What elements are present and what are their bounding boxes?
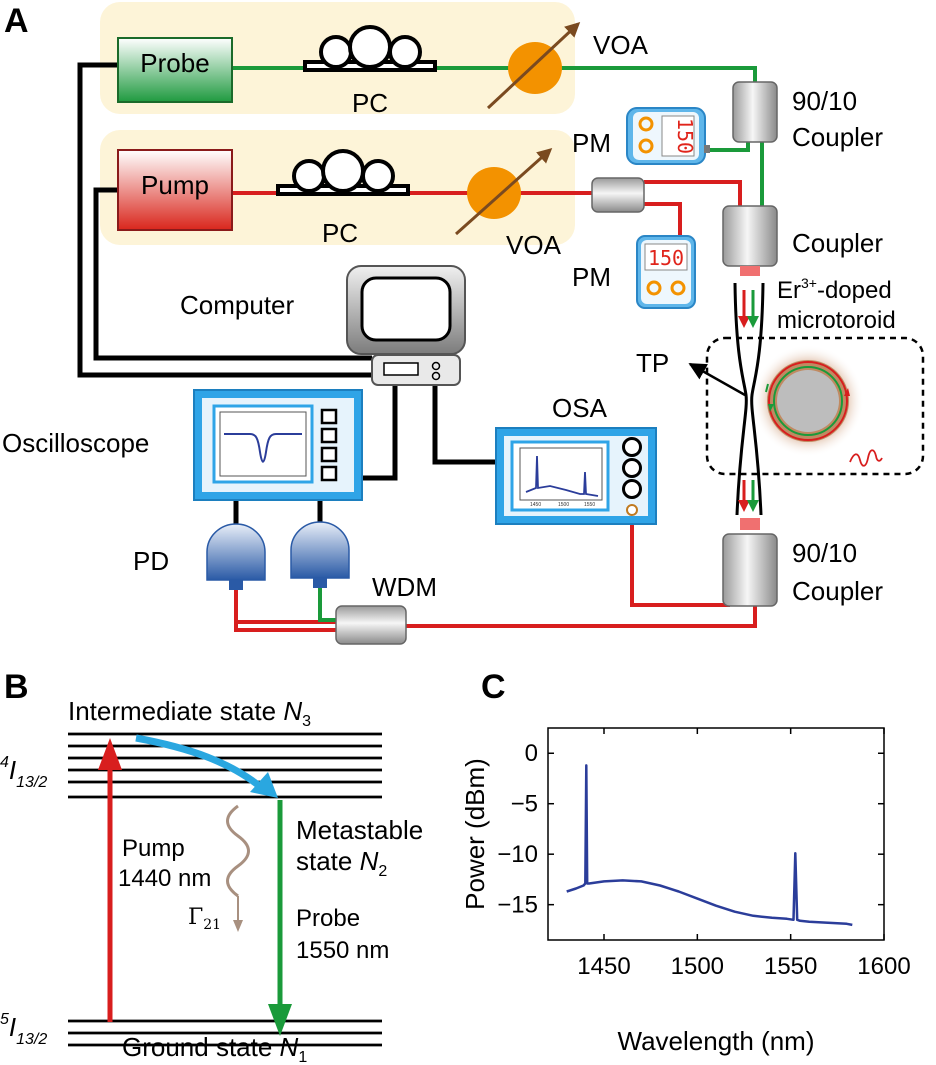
- toroid-inset-box: [705, 336, 925, 476]
- gamma-label: Γ21: [188, 905, 221, 933]
- panel-b: B Intermediate state N3 4I13/2 5I13/2: [0, 668, 423, 1065]
- spectrum-line: [566, 764, 853, 927]
- wdm-label: WDM: [372, 572, 437, 602]
- power-meter-bottom: 150: [636, 235, 696, 309]
- x-axis-label: Wavelength (nm): [618, 1026, 815, 1056]
- microtoroid: [752, 345, 864, 457]
- osa-label: OSA: [552, 393, 608, 423]
- osa-tick-1: 1450: [530, 502, 541, 508]
- pump-wl-line2: 1440 nm: [118, 865, 211, 892]
- intermediate-state-label: Intermediate state N3: [68, 696, 311, 730]
- pump-tap-coupler: [591, 177, 645, 213]
- osa-tick-3: 1550: [584, 502, 595, 508]
- panel-a: A Pr: [2, 2, 925, 645]
- probe-wl-line1: Probe: [296, 905, 360, 932]
- panel-c: C 1450 1500 1550 1600 0 −5 −10 −15 Wavelength …: [460, 668, 911, 1056]
- microtoroid-label: microtoroid: [777, 307, 896, 334]
- coupler-top-line2: Coupler: [792, 122, 883, 152]
- pump-transition-arrow: [98, 738, 122, 1022]
- relaxation-arrow: [135, 734, 278, 798]
- metastable-line2: state N2: [296, 846, 387, 880]
- pm-bottom-reading: 150: [648, 246, 684, 270]
- osa-tick-2: 1500: [558, 502, 569, 508]
- control-cables: [77, 62, 496, 530]
- fluorescence-squiggle: [849, 449, 883, 467]
- power-meter-top: 150: [626, 107, 710, 165]
- coupler-bottom-line2: Coupler: [792, 576, 883, 606]
- computer-label: Computer: [180, 290, 294, 320]
- pd-label: PD: [133, 546, 169, 576]
- coupler-mid-label: Coupler: [792, 228, 883, 258]
- oscilloscope: [193, 389, 363, 501]
- oscilloscope-label: Oscilloscope: [2, 428, 149, 458]
- coupler-90-10-bottom: [722, 533, 778, 607]
- pm-top-label: PM: [572, 128, 611, 158]
- pm-top-reading: 150: [673, 118, 697, 154]
- chart-series: [566, 764, 853, 927]
- er-doped-label: Er3+-doped: [777, 275, 892, 304]
- voa-bottom-label: VOA: [506, 230, 562, 260]
- probe-label: Probe: [140, 48, 209, 78]
- y-tick-label: −5: [511, 791, 538, 818]
- polarization-controller-top: [303, 25, 437, 72]
- pump-label: Pump: [141, 170, 209, 200]
- fiber-signal-arrows: [738, 290, 760, 530]
- voa-bottom: [455, 148, 553, 236]
- x-tick-label: 1450: [577, 953, 630, 980]
- voa-top: [486, 21, 581, 110]
- y-tick-label: 0: [525, 740, 538, 767]
- pump-laser: [117, 149, 233, 231]
- coupler-bottom-line1: 90/10: [792, 538, 857, 568]
- optical-spectrum-analyzer: 1450 1500 1550: [495, 427, 657, 525]
- lower-level-term: 5I13/2: [0, 1011, 47, 1048]
- ground-state-label: Ground state N1: [122, 1032, 307, 1065]
- probe-wl-line2: 1550 nm: [296, 937, 389, 964]
- polarization-controller-bottom: [276, 149, 410, 196]
- pm-bottom-label: PM: [572, 262, 611, 292]
- y-tick-label: −10: [497, 841, 538, 868]
- computer: [346, 265, 466, 386]
- pc-bottom-label: PC: [322, 218, 358, 248]
- tp-label: TP: [636, 348, 669, 378]
- probe-transition-arrow: [268, 800, 292, 1036]
- photodetector-1: [206, 523, 266, 590]
- panel-label-b: B: [4, 668, 29, 706]
- panel-label-a: A: [4, 2, 29, 40]
- photodetector-2: [290, 521, 350, 588]
- x-tick-label: 1550: [764, 953, 817, 980]
- pump-wl-line1: Pump: [122, 835, 185, 862]
- upper-level-term: 4I13/2: [0, 754, 47, 791]
- coupler-top-line1: 90/10: [792, 86, 857, 116]
- coupler-90-10-top: [732, 81, 778, 143]
- voa-top-label: VOA: [593, 30, 649, 60]
- panel-label-c: C: [481, 668, 506, 706]
- ground-manifold-levels: [68, 1019, 382, 1047]
- x-tick-label: 1600: [857, 953, 910, 980]
- tp-pointer: [688, 362, 746, 397]
- coupler-mid: [722, 205, 778, 276]
- wdm: [335, 605, 407, 645]
- tapered-fiber: [733, 282, 765, 516]
- pc-top-label: PC: [352, 88, 388, 118]
- y-tick-label: −15: [497, 892, 538, 919]
- chart-plot-area: [547, 727, 885, 941]
- x-axis-ticks: 1450 1500 1550 1600: [577, 728, 911, 980]
- metastable-line1: Metastable: [296, 815, 423, 845]
- probe-laser: [117, 37, 233, 103]
- y-axis-label: Power (dBm): [460, 758, 490, 910]
- decay-arrow: [226, 804, 250, 932]
- x-tick-label: 1500: [671, 953, 724, 980]
- y-axis-ticks: 0 −5 −10 −15: [497, 740, 884, 919]
